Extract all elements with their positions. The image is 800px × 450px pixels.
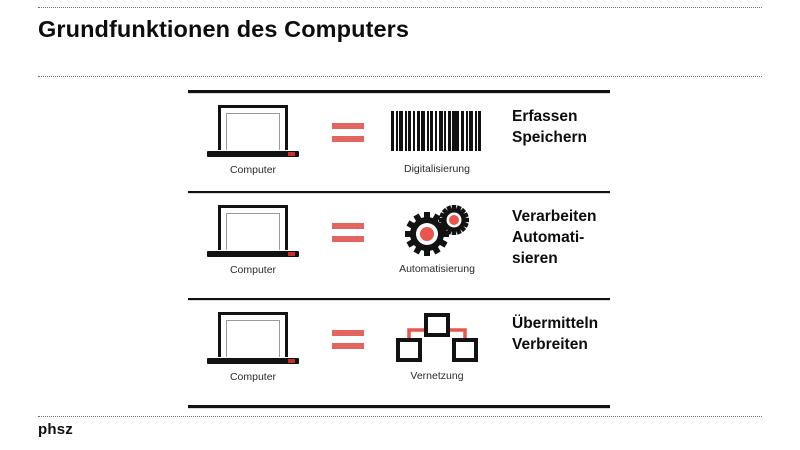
equals-sign — [318, 193, 378, 242]
result-line-3: sieren — [512, 249, 558, 267]
computer-column: Computer — [188, 193, 318, 276]
footer-divider — [38, 416, 762, 417]
functions-diagram: Computer Digitalisierung Erfassen Speich… — [188, 90, 610, 410]
gears-icon — [397, 205, 477, 257]
barcode-bar — [404, 111, 407, 151]
barcode-bar — [460, 111, 464, 151]
header-divider-top — [38, 7, 762, 8]
diagram-row: Computer Vernetzung Überm — [188, 300, 610, 405]
result-line-1: Erfassen — [512, 108, 578, 125]
result-text: Erfassen Speichern — [496, 93, 587, 149]
barcode-bar — [416, 111, 420, 151]
concept-column: Digitalisierung — [378, 93, 496, 175]
diagram-divider-0 — [188, 90, 610, 93]
concept-caption: Vernetzung — [410, 370, 464, 382]
concept-caption: Digitalisierung — [404, 163, 470, 175]
result-line-1: Übermitteln — [512, 315, 599, 332]
barcode-bar — [413, 111, 416, 151]
network-icon — [395, 312, 479, 364]
barcode-bar — [444, 111, 447, 151]
laptop-icon — [207, 205, 299, 258]
barcode-bar — [426, 111, 429, 151]
result-line-2: Verbreiten — [512, 335, 588, 353]
barcode-bar — [408, 111, 412, 151]
result-text: Übermitteln Verbreiten — [496, 300, 598, 356]
concept-caption: Automatisierung — [399, 263, 475, 275]
computer-column: Computer — [188, 93, 318, 176]
equals-sign — [318, 93, 378, 142]
barcode-bar — [469, 111, 474, 151]
computer-column: Computer — [188, 300, 318, 383]
diagram-divider-3 — [188, 405, 610, 408]
barcode-bar — [421, 111, 426, 151]
diagram-divider-1 — [188, 191, 610, 193]
concept-column: Automatisierung — [378, 193, 496, 275]
barcode-bar — [452, 111, 460, 151]
footer-brand: phsz — [38, 421, 73, 438]
barcode-bar — [438, 111, 443, 151]
header-divider-bottom — [38, 76, 762, 77]
page-title: Grundfunktionen des Computers — [38, 16, 410, 42]
result-text: Verarbeiten Automati- sieren — [496, 193, 596, 270]
barcode-bar — [430, 111, 434, 151]
result-line-1: Verarbeiten — [512, 208, 597, 225]
barcode-icon — [391, 105, 483, 157]
computer-caption: Computer — [229, 371, 277, 383]
barcode-bar — [474, 111, 477, 151]
diagram-divider-2 — [188, 298, 610, 300]
laptop-icon — [207, 105, 299, 158]
result-line-2: Speichern — [512, 128, 587, 146]
barcode-bar — [391, 111, 395, 151]
barcode-bar — [478, 111, 482, 151]
barcode-bar — [435, 111, 437, 151]
equals-sign — [318, 300, 378, 349]
diagram-row: Computer Digitalisierung Erfassen Speich… — [188, 93, 610, 191]
computer-caption: Computer — [229, 164, 277, 176]
computer-caption: Computer — [229, 264, 277, 276]
barcode-bar — [399, 111, 404, 151]
diagram-row: Computer — [188, 193, 610, 298]
barcode-bar — [447, 111, 451, 151]
concept-column: Vernetzung — [378, 300, 496, 382]
laptop-icon — [207, 312, 299, 365]
result-line-2: Automati- — [512, 228, 585, 246]
barcode-bar — [465, 111, 468, 151]
barcode-bar — [395, 111, 398, 151]
